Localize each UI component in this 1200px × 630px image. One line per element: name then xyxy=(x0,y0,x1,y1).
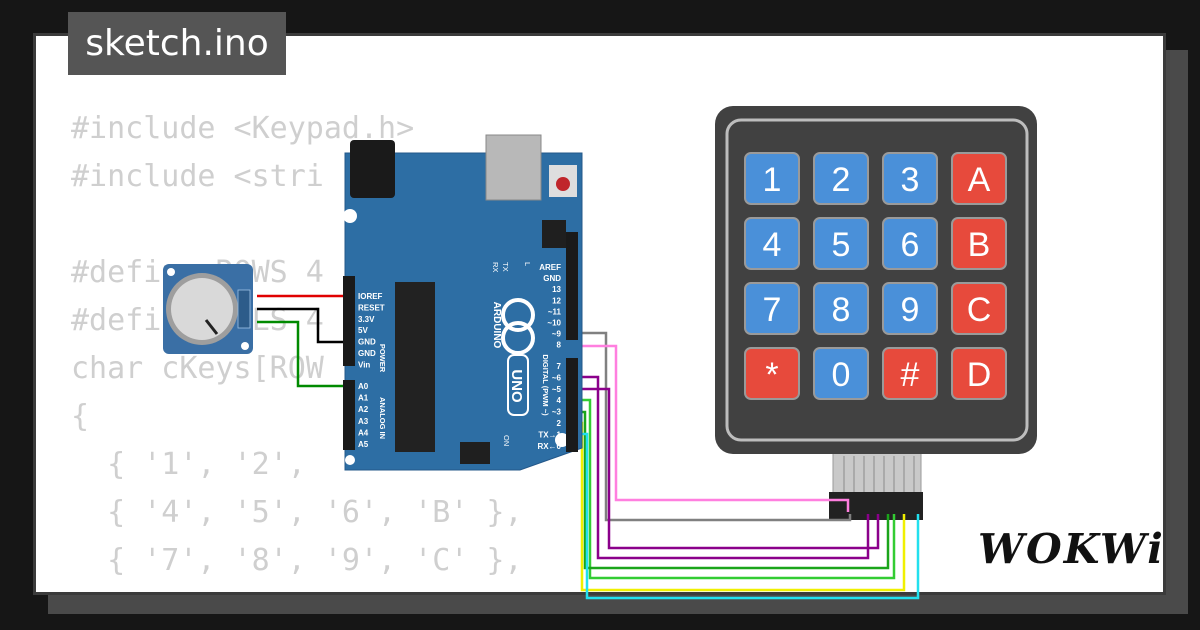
keypad-key-D[interactable]: D xyxy=(951,347,1007,400)
analog-label: ANALOG IN xyxy=(378,397,387,439)
pin-label: 13 xyxy=(552,285,561,294)
pin-label: ~5 xyxy=(552,385,562,394)
keypad-keys: 1 2 3 A 4 5 6 B 7 8 9 C * 0 # D xyxy=(744,152,1007,400)
keypad-key-label: # xyxy=(901,356,920,394)
pin-label: IOREF xyxy=(358,292,383,301)
arduino-uno-board[interactable]: UNO ARDUINO POWER ANALOG IN DIGITAL (PWM… xyxy=(343,134,583,471)
pin-label: 2 xyxy=(557,419,562,428)
keypad-key-3[interactable]: 3 xyxy=(882,152,938,205)
pin-label: A1 xyxy=(358,394,369,403)
file-tab-title: sketch.ino xyxy=(68,12,286,75)
keypad-key-label: 5 xyxy=(832,226,851,264)
keypad-key-#[interactable]: # xyxy=(882,347,938,400)
keypad-key-label: D xyxy=(967,356,992,394)
wire-lime xyxy=(574,398,896,580)
keypad-key-label: B xyxy=(968,226,991,264)
keypad-key-label: 3 xyxy=(901,161,920,199)
pin-label: 12 xyxy=(552,296,561,305)
keypad-key-A[interactable]: A xyxy=(951,152,1007,205)
pin-label: 4 xyxy=(557,396,562,405)
wire-gray xyxy=(574,331,852,522)
pin-label: ~9 xyxy=(552,330,562,339)
pin-label: GND xyxy=(358,338,376,347)
power-label: POWER xyxy=(378,344,387,373)
keypad-key-7[interactable]: 7 xyxy=(744,282,800,335)
keypad-key-4[interactable]: 4 xyxy=(744,217,800,270)
digital-pin-labels-bottom: 7 ~6 ~5 4 ~3 2TX→1RX←0 xyxy=(537,362,561,451)
keypad-key-label: 6 xyxy=(901,226,920,264)
keypad-key-label: 7 xyxy=(763,291,782,329)
keypad-key-label: 9 xyxy=(901,291,920,329)
keypad-key-2[interactable]: 2 xyxy=(813,152,869,205)
wire-purple-2 xyxy=(574,387,880,550)
pin-label: GND xyxy=(543,274,561,283)
code-line: { xyxy=(71,399,90,434)
keypad-key-0[interactable]: 0 xyxy=(813,347,869,400)
pin-label: RESET xyxy=(358,303,385,312)
wire-purple-1 xyxy=(574,375,870,560)
led-l-label: L xyxy=(523,262,532,266)
digital-label: DIGITAL (PWM ~) xyxy=(541,354,550,416)
pin-label: ~3 xyxy=(552,408,562,417)
code-line: { '4', '5', '6', 'B' }, xyxy=(71,495,523,530)
wire-black xyxy=(257,307,350,344)
keypad-key-label: A xyxy=(968,161,991,199)
pin-label: 3.3V xyxy=(358,315,375,324)
potentiometer[interactable] xyxy=(163,264,253,354)
board-uno-label: UNO xyxy=(508,369,525,403)
keypad-key-label: 8 xyxy=(832,291,851,329)
code-line: { '7', '8', '9', 'C' }, xyxy=(71,543,523,578)
led-tx-label: TX xyxy=(501,262,510,272)
pin-label: ~11 xyxy=(548,307,562,316)
pin-label: AREF xyxy=(539,263,561,272)
code-line: #include <stri xyxy=(71,159,324,194)
on-label: ON xyxy=(502,435,511,446)
pin-label: A4 xyxy=(358,428,369,437)
keypad-key-6[interactable]: 6 xyxy=(882,217,938,270)
wire-green xyxy=(257,320,350,388)
membrane-keypad[interactable]: 1 2 3 A 4 5 6 B 7 8 9 C * 0 # D xyxy=(715,106,1037,454)
keypad-key-label: 2 xyxy=(832,161,851,199)
pin-label: A0 xyxy=(358,382,369,391)
keypad-key-label: C xyxy=(967,291,992,329)
keypad-key-8[interactable]: 8 xyxy=(813,282,869,335)
code-line: { '*', '0', '#', 'D' } xyxy=(71,585,523,592)
keypad-key-C[interactable]: C xyxy=(951,282,1007,335)
keypad-key-9[interactable]: 9 xyxy=(882,282,938,335)
pin-label: A3 xyxy=(358,417,369,426)
pin-label: A5 xyxy=(358,440,369,449)
pin-label: ~10 xyxy=(547,319,561,328)
board-brand-label: ARDUINO xyxy=(491,302,502,349)
pin-label: A2 xyxy=(358,405,369,414)
keypad-key-label: * xyxy=(765,356,778,394)
pin-label: 8 xyxy=(557,341,562,350)
keypad-key-label: 0 xyxy=(832,356,851,394)
power-pin-labels: IOREF RESET 3.3V 5V GND GND Vin xyxy=(358,292,385,369)
pin-label: ~6 xyxy=(552,373,562,382)
keypad-key-label: 4 xyxy=(763,226,782,264)
digital-pin-labels-top: AREF GND 13 12 ~11 ~10 ~9 8 xyxy=(539,263,561,350)
pin-label: GND xyxy=(358,349,376,358)
keypad-key-B[interactable]: B xyxy=(951,217,1007,270)
wire-cyan xyxy=(574,432,920,600)
pin-label: RX←0 xyxy=(537,442,561,451)
pin-label: Vin xyxy=(358,360,370,369)
code-line: { '1', '2', xyxy=(71,447,306,482)
keypad-key-1[interactable]: 1 xyxy=(744,152,800,205)
pin-label: 7 xyxy=(557,362,562,371)
keypad-key-label: 1 xyxy=(763,161,782,199)
keypad-ribbon xyxy=(829,451,923,520)
wokwi-logo: WOKWi xyxy=(978,525,1165,573)
keypad-key-5[interactable]: 5 xyxy=(813,217,869,270)
led-rx-label: RX xyxy=(491,262,500,272)
keypad-key-*[interactable]: * xyxy=(744,347,800,400)
pin-label: 5V xyxy=(358,326,368,335)
wire-pink xyxy=(574,344,850,512)
pin-label: TX→1 xyxy=(538,430,561,439)
